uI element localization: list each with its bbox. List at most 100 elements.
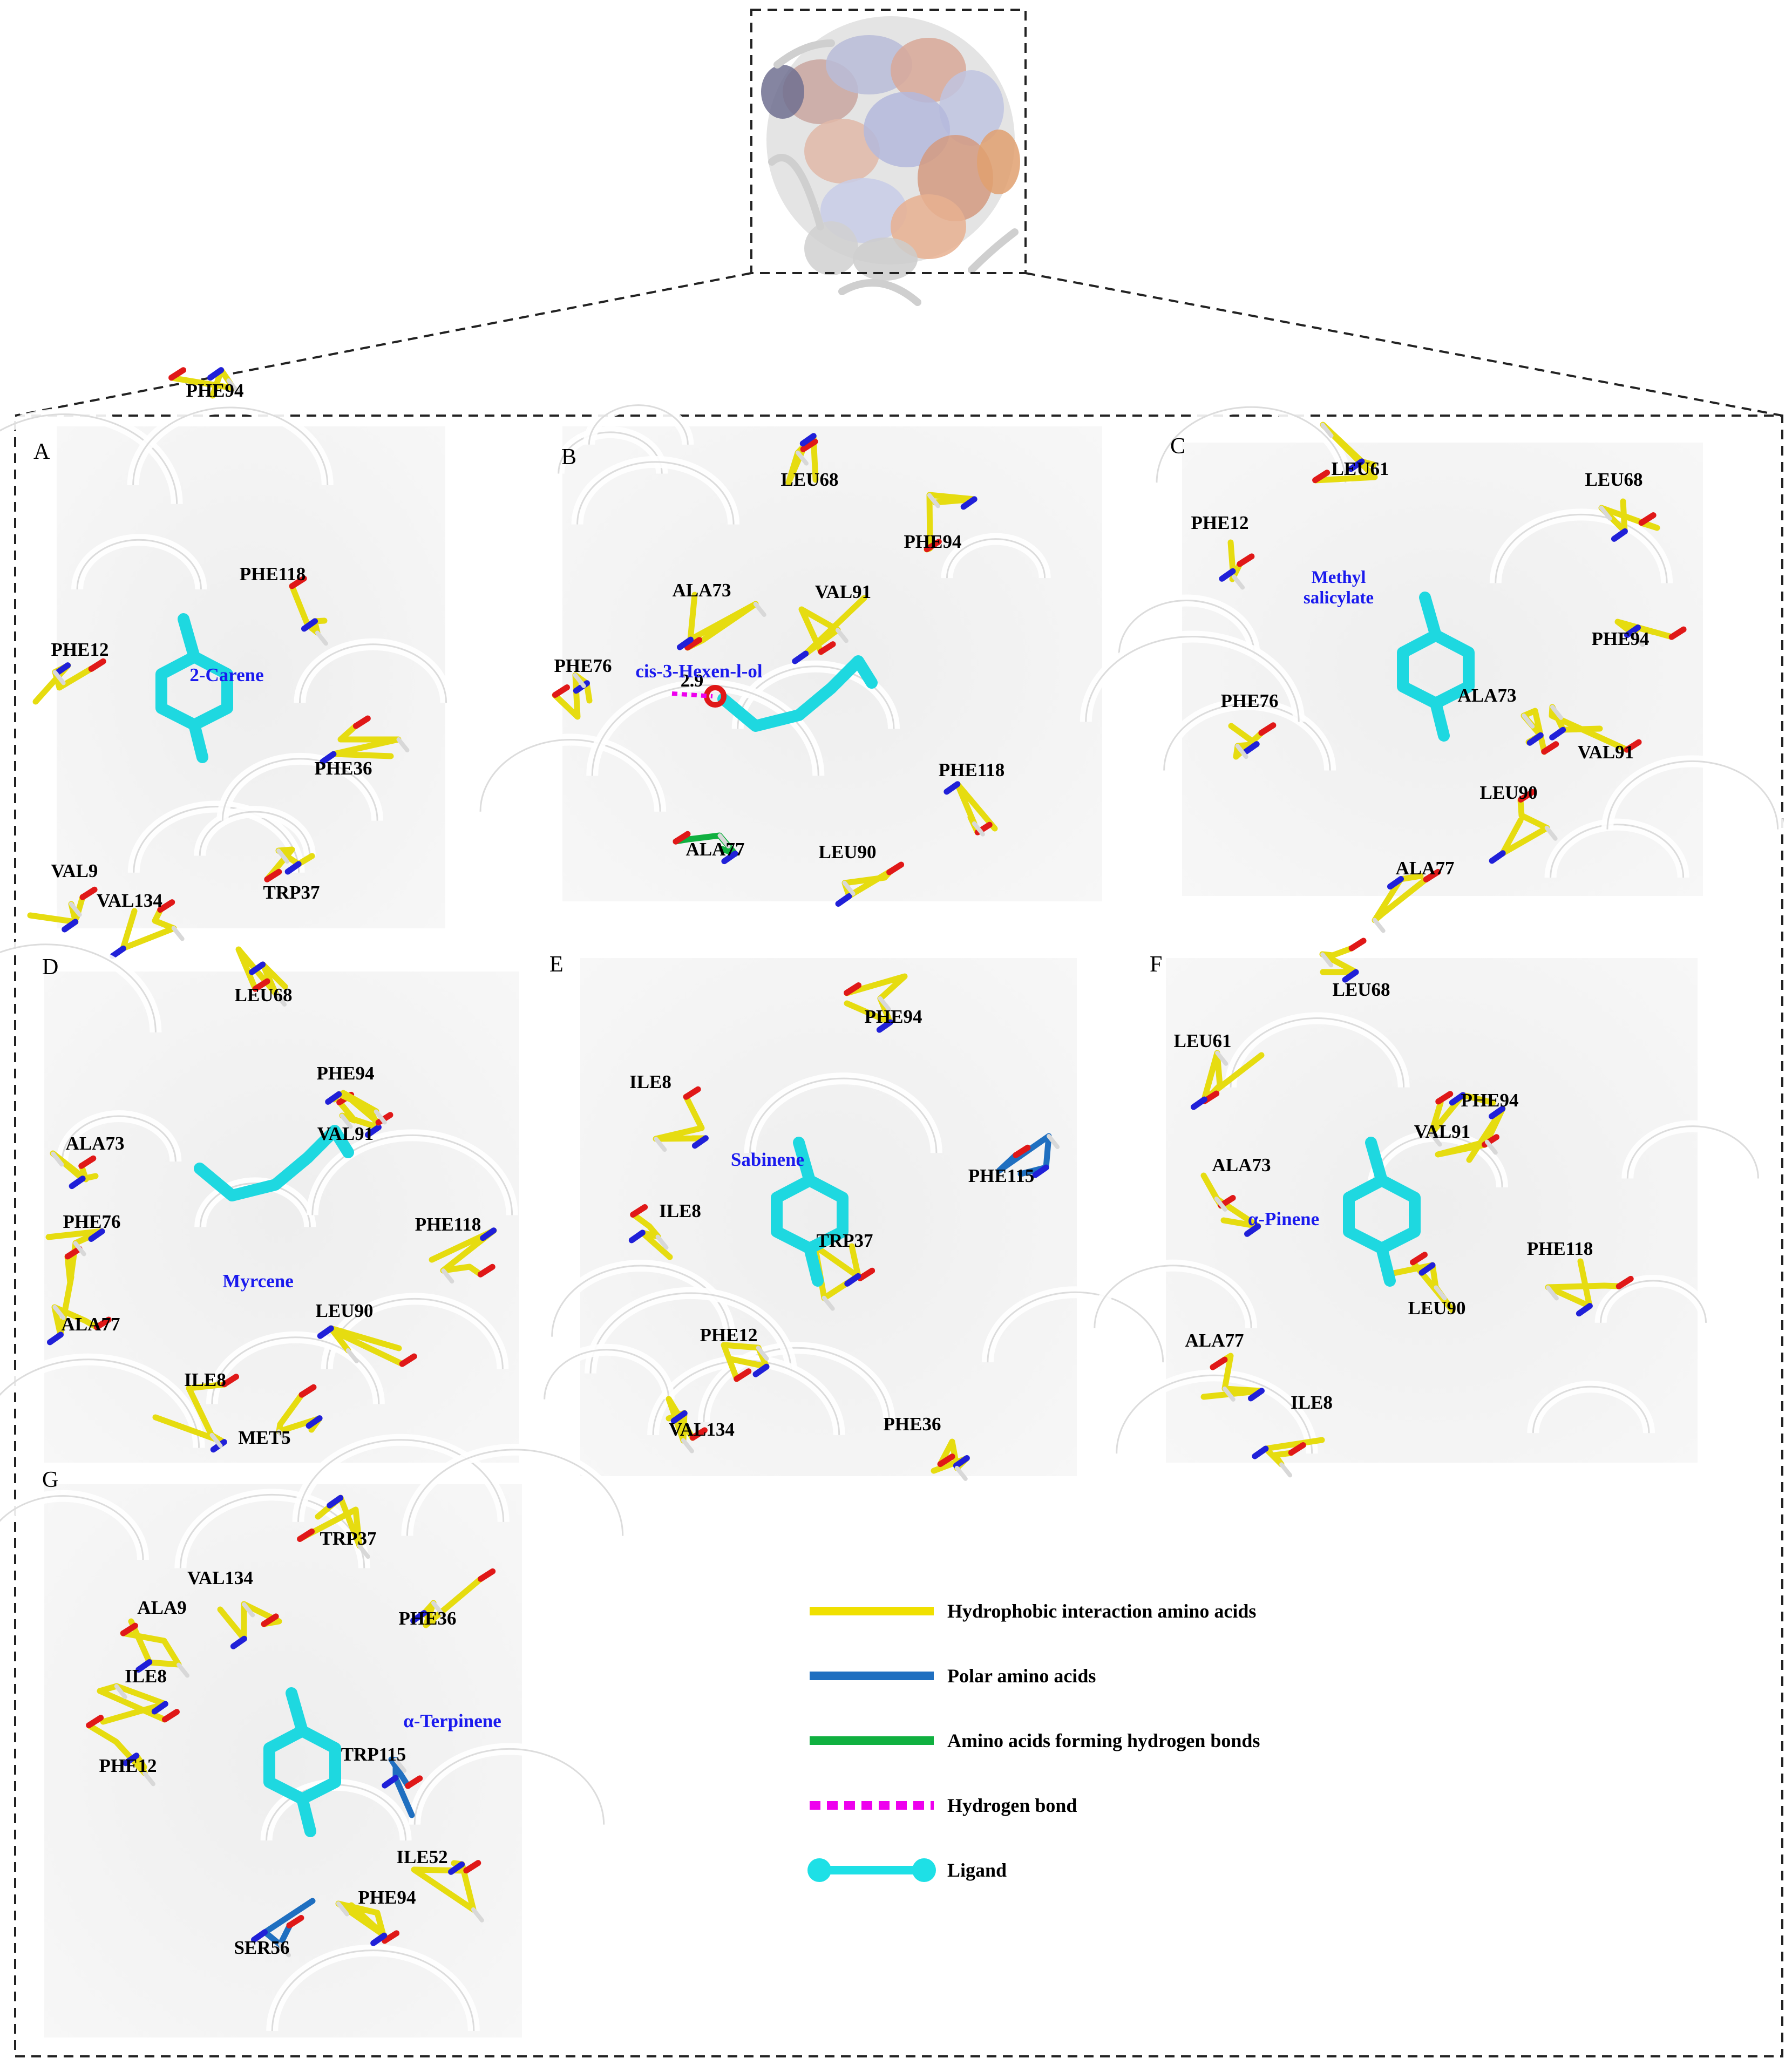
hydrogen-atom xyxy=(114,1684,127,1700)
oxygen-atom xyxy=(478,1568,496,1582)
nitrogen-atom xyxy=(1243,741,1260,755)
residue-label: PHE94 xyxy=(865,1006,922,1027)
residue-label: PHE12 xyxy=(99,1755,157,1776)
panel-g: GTRP37VAL134ALA9PHE36ILE8TRP115PHE12ILE5… xyxy=(0,1434,629,2037)
hydrogen-atom xyxy=(51,1151,64,1167)
oxygen-atom xyxy=(463,1860,481,1874)
nitrogen-atom xyxy=(792,650,809,664)
ligand-bond xyxy=(286,1687,308,1737)
helix-outline xyxy=(199,1182,311,1227)
nitrogen-atom xyxy=(953,1455,970,1469)
residue-label: ALA77 xyxy=(686,839,745,860)
oxygen-atom xyxy=(800,438,818,452)
nitrogen-atom xyxy=(1624,624,1641,638)
helix-outline xyxy=(589,1292,792,1374)
residue-label: LEU61 xyxy=(1174,1030,1232,1051)
residue-label: VAL91 xyxy=(815,581,871,602)
oxygen-atom xyxy=(734,1368,752,1382)
hydrogen-bond xyxy=(671,691,713,698)
hydrogen-atom xyxy=(1279,1462,1293,1478)
hydrogen-atom xyxy=(1550,704,1563,720)
residue-label: ILE8 xyxy=(1291,1392,1333,1413)
nitrogen-atom xyxy=(1549,726,1566,741)
nitrogen-atom xyxy=(1489,850,1506,864)
oxygen-atom xyxy=(1258,722,1277,736)
residue-label: ILE52 xyxy=(396,1846,447,1867)
oxygen-atom xyxy=(264,868,282,882)
hydrogen-atom xyxy=(1429,1131,1442,1147)
nitrogen-atom xyxy=(799,433,817,447)
oxygen-atom xyxy=(161,1709,180,1723)
hydrogen-atom xyxy=(1235,744,1248,759)
residue-label: LEU68 xyxy=(781,469,839,490)
hydrogen-atom xyxy=(1320,423,1334,438)
oxygen-atom xyxy=(673,831,691,845)
hydrogen-atom xyxy=(573,673,586,688)
panel-letter: C xyxy=(1170,434,1185,459)
oxygen-atom xyxy=(552,684,570,698)
helix-outline xyxy=(0,413,178,504)
hydrogen-atom xyxy=(822,1295,835,1311)
panel-letter: F xyxy=(1150,952,1162,977)
residue-label: LEU90 xyxy=(316,1300,374,1321)
ligand-bond xyxy=(296,1793,316,1837)
helix-outline xyxy=(0,1495,144,1560)
oxygen-atom xyxy=(630,1204,648,1218)
nitrogen-atom xyxy=(62,919,79,933)
residue-label: ALA73 xyxy=(66,1133,125,1154)
residue-label: ILE8 xyxy=(184,1369,226,1390)
hydrogen-atom xyxy=(1215,1050,1228,1066)
oxygen-atom xyxy=(1668,626,1687,640)
oxygen-atom xyxy=(221,1374,240,1388)
residue-label: LEU61 xyxy=(1332,458,1389,479)
ligand-label: salicylate xyxy=(1304,588,1374,608)
nitrogen-atom xyxy=(284,861,302,875)
hydrogen-atom xyxy=(357,1544,370,1559)
nitrogen-atom xyxy=(1244,1223,1261,1237)
nitrogen-atom xyxy=(109,945,126,959)
helix-outline xyxy=(413,1748,605,1825)
hydrogen-atom xyxy=(681,1438,694,1453)
protein-surface-patch xyxy=(891,194,966,259)
nitrogen-atom xyxy=(1449,1092,1466,1106)
oxygen-atom xyxy=(1541,741,1559,755)
helix-outline xyxy=(1085,636,1300,722)
helix-outline xyxy=(298,643,447,703)
hydrogen-atom xyxy=(842,880,856,896)
nitrogen-atom xyxy=(721,851,738,865)
helix-outline xyxy=(1163,703,1331,771)
oxygen-atom xyxy=(818,641,836,655)
nitrogen-atom xyxy=(54,662,71,676)
protein-surface-patch xyxy=(804,119,880,184)
oxygen-atom xyxy=(1410,1252,1428,1266)
hydrogen-atom xyxy=(336,1901,349,1917)
oxygen-atom xyxy=(286,1914,304,1928)
nitrogen-atom xyxy=(151,1701,168,1715)
ligand-bond xyxy=(1419,592,1442,641)
residue-label: TRP115 xyxy=(341,1744,406,1765)
residue-label: SER56 xyxy=(234,1937,289,1958)
overview-zoom-box xyxy=(750,9,1027,274)
residue-label: PHE36 xyxy=(315,758,372,779)
helix-outline xyxy=(1606,760,1779,830)
nitrogen-atom xyxy=(306,1415,323,1429)
oxygen-atom xyxy=(79,886,98,900)
hydrogen-atom xyxy=(209,1432,223,1448)
helix-outline xyxy=(0,1358,200,1448)
nitrogen-atom xyxy=(676,636,694,650)
residue-label: ILE8 xyxy=(659,1200,701,1221)
hydrogen-atom xyxy=(878,996,891,1011)
residue-label: LEU90 xyxy=(819,841,877,862)
hydrogen-atom xyxy=(471,1907,484,1923)
nitrogen-atom xyxy=(1190,1096,1207,1110)
ligand-label: 2-Carene xyxy=(189,664,263,685)
nitrogen-atom xyxy=(1219,568,1236,582)
ligand-bond xyxy=(1365,1137,1388,1186)
oxygen-atom xyxy=(289,575,307,589)
oxygen-atom xyxy=(1624,739,1642,753)
hydrogen-atom xyxy=(242,1602,255,1618)
helix-outline xyxy=(297,1439,505,1522)
